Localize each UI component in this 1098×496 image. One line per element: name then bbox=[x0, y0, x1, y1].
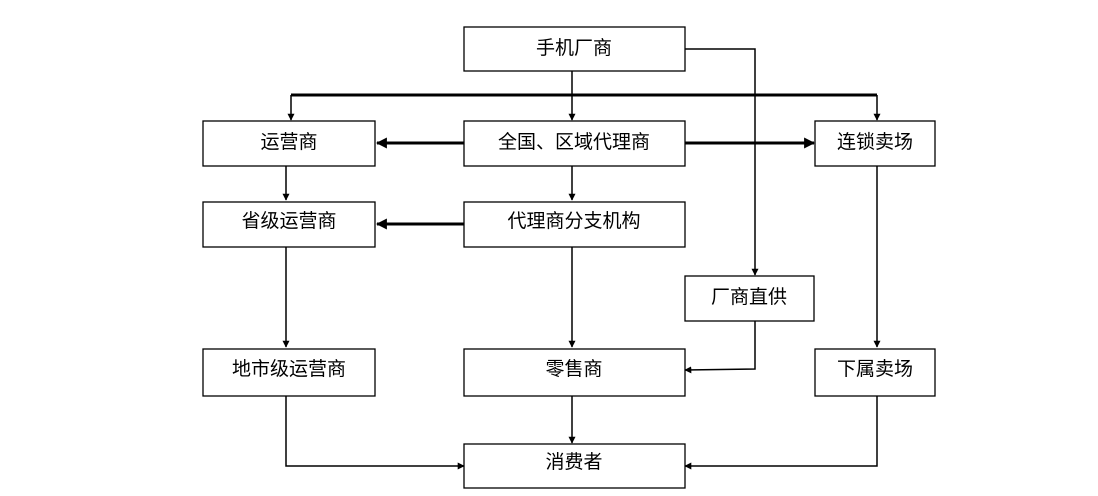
node-consumer-label: 消费者 bbox=[545, 451, 602, 473]
node-retailer: 零售商 bbox=[463, 348, 686, 397]
node-national-agent-label: 全国、区域代理商 bbox=[498, 131, 650, 153]
node-operator-label: 运营商 bbox=[260, 131, 317, 153]
edge-city-to-consumer bbox=[285, 396, 465, 470]
node-sub-store-label: 下属卖场 bbox=[837, 358, 913, 380]
node-direct-supply-label: 厂商直供 bbox=[711, 286, 787, 308]
edge-direct-supply-to-retailer bbox=[684, 321, 756, 374]
node-national-agent: 全国、区域代理商 bbox=[463, 120, 686, 167]
node-retailer-label: 零售商 bbox=[545, 358, 602, 380]
edge-manufacturer-to-direct-supply bbox=[685, 48, 759, 276]
node-agent-branch: 代理商分支机构 bbox=[463, 201, 686, 248]
node-city-operator: 地市级运营商 bbox=[202, 348, 376, 397]
node-chain-store: 连锁卖场 bbox=[814, 120, 936, 167]
node-sub-store: 下属卖场 bbox=[814, 348, 936, 397]
node-consumer: 消费者 bbox=[463, 443, 686, 489]
node-operator: 运营商 bbox=[202, 120, 376, 167]
node-manufacturer-label: 手机厂商 bbox=[536, 37, 612, 59]
node-manufacturer: 手机厂商 bbox=[463, 26, 686, 72]
node-chain-store-label: 连锁卖场 bbox=[837, 131, 913, 153]
node-provincial-operator-label: 省级运营商 bbox=[241, 210, 336, 232]
node-direct-supply: 厂商直供 bbox=[684, 275, 815, 322]
node-provincial-operator: 省级运营商 bbox=[202, 201, 376, 248]
node-city-operator-label: 地市级运营商 bbox=[232, 358, 346, 380]
edge-sub-store-to-consumer bbox=[684, 396, 878, 470]
node-agent-branch-label: 代理商分支机构 bbox=[507, 210, 640, 232]
